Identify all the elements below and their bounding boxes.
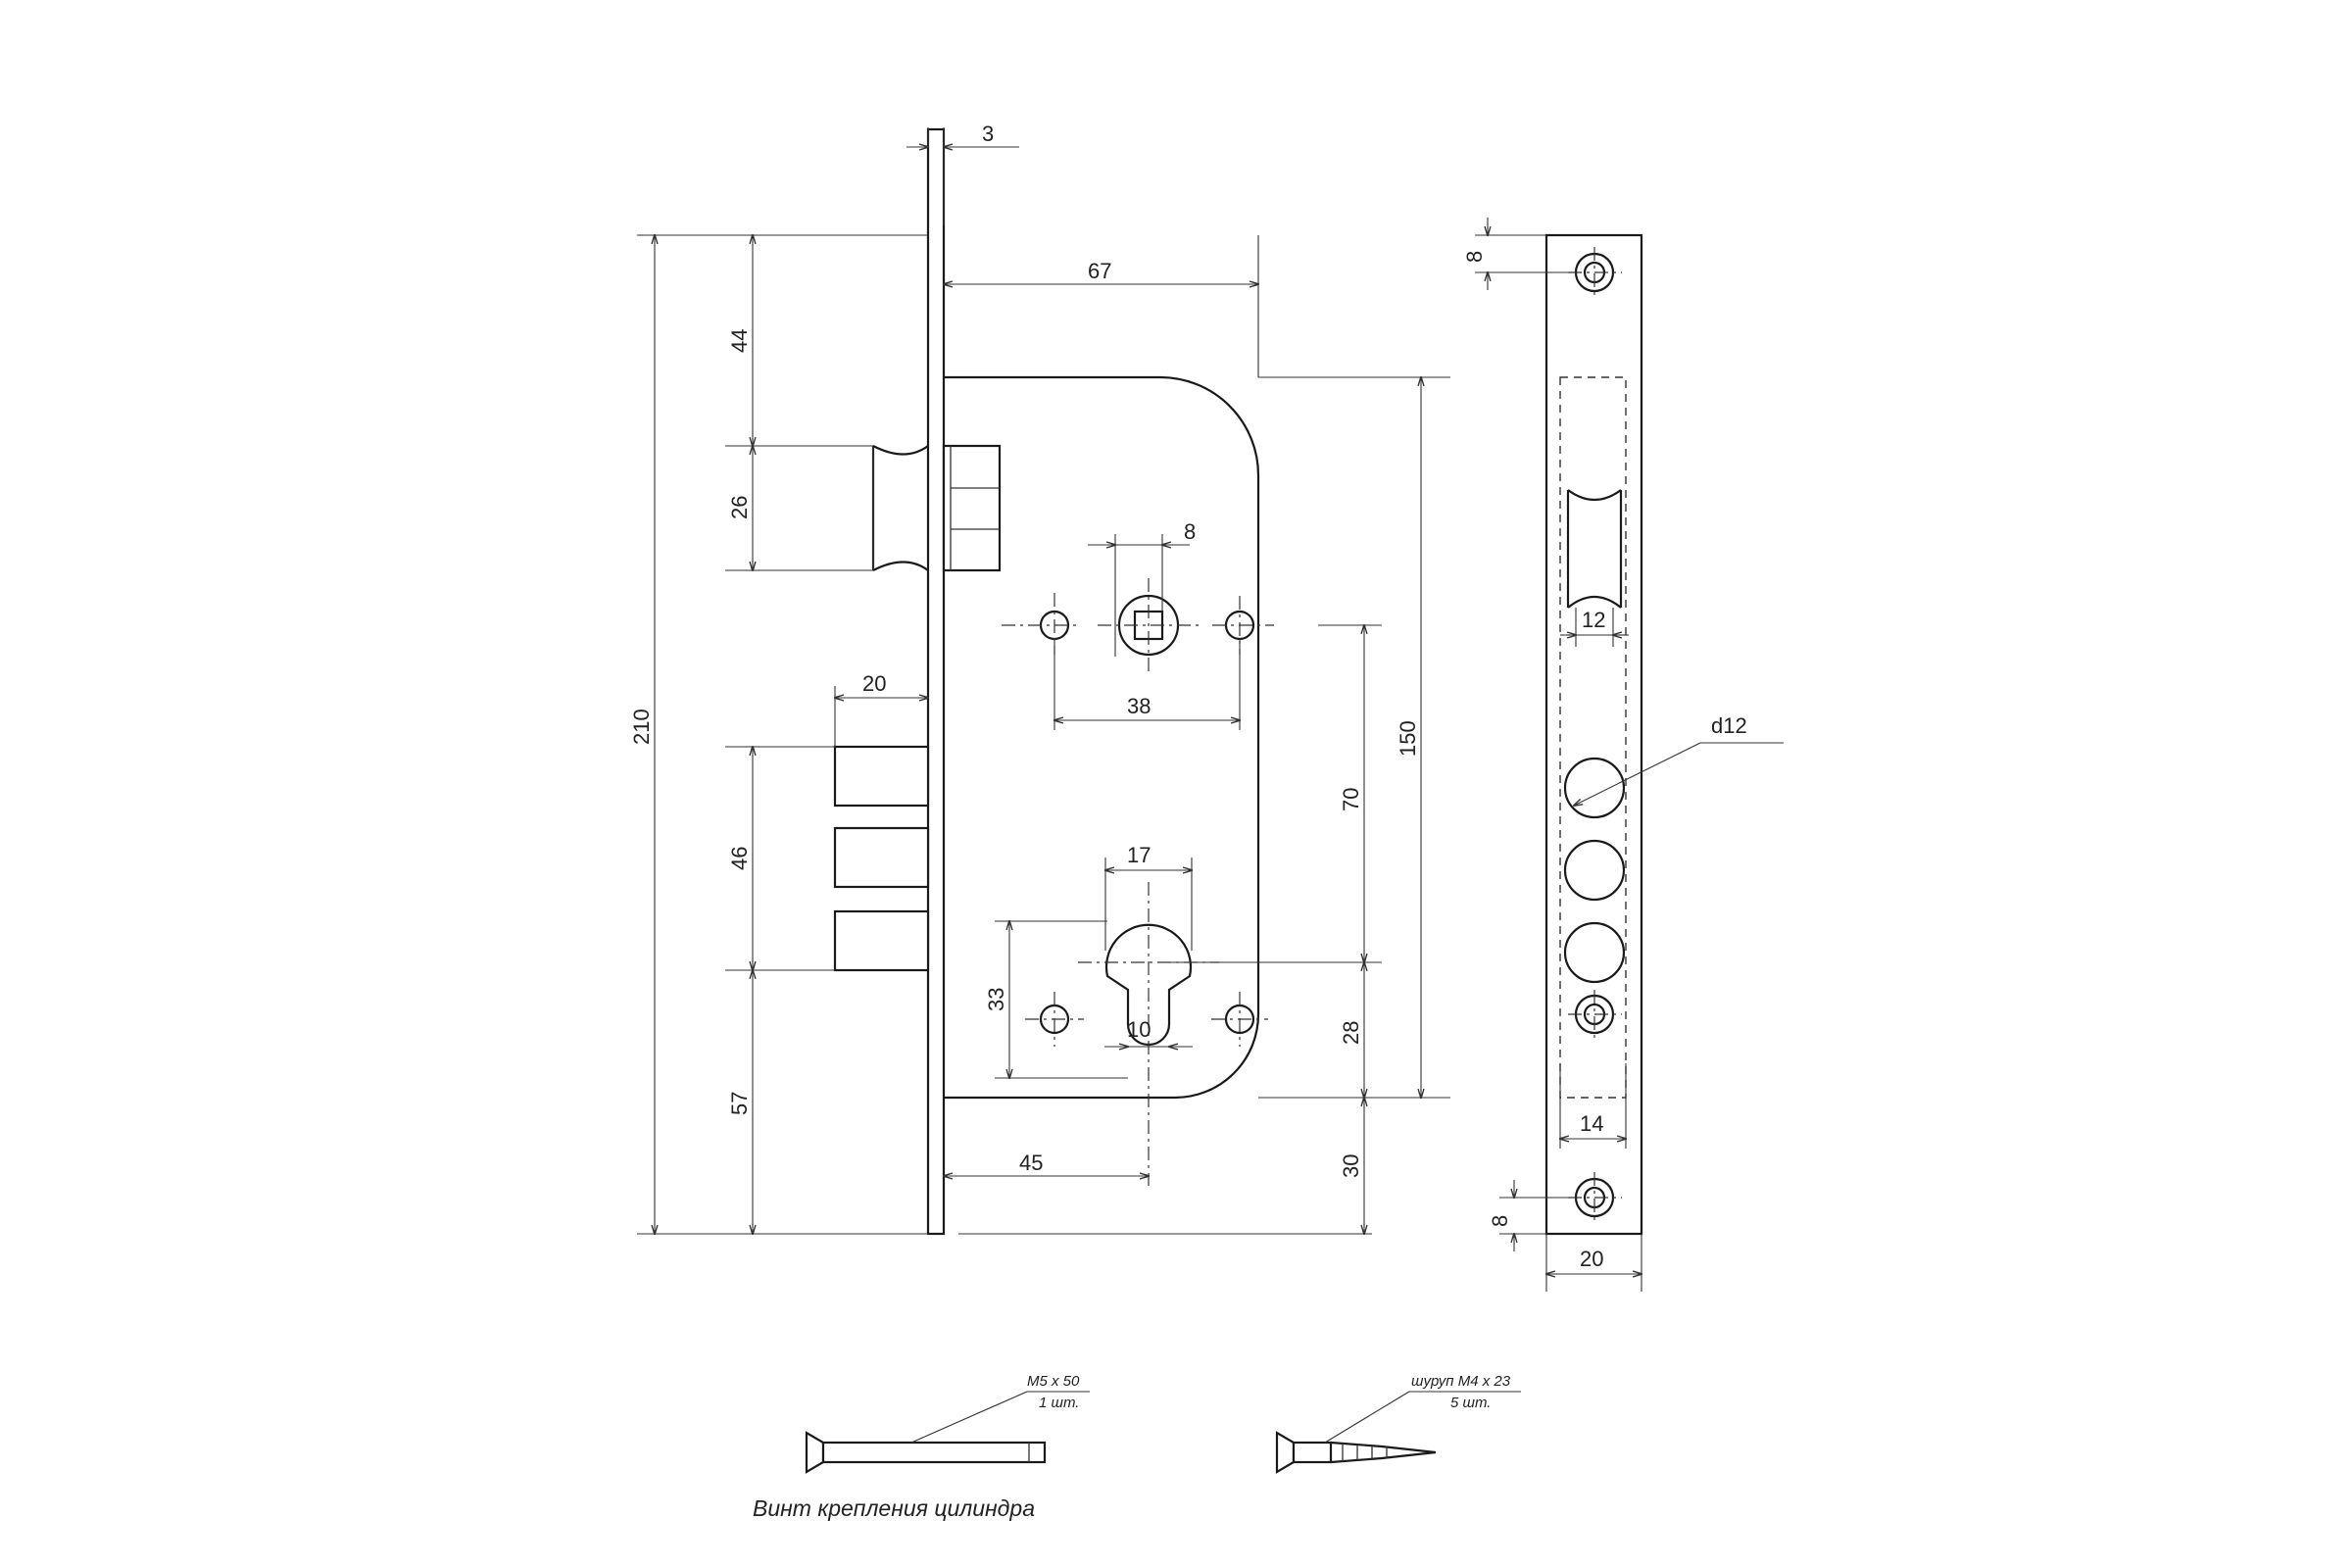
cylinder-screw: M5 x 50 1 шт. Винт крепления цилиндра [753,1373,1090,1521]
bolt-holes [1563,757,1626,984]
dim-latch-slot-width: 12 [1582,608,1605,632]
faceplate-front-view [1544,233,1643,1236]
dim-bolts-span: 46 [727,847,752,870]
middle-screw-hole [1568,990,1622,1041]
latch-bolt [871,444,1002,572]
side-view-dimensions: 3 67 210 44 26 46 57 20 8 38 [629,122,1450,1234]
dim-latch-height: 26 [727,496,752,519]
dim-handle-holes-spacing: 38 [1127,694,1151,718]
dim-cylinder-slot-width: 10 [1127,1017,1151,1042]
dim-bolt-slot-width: 14 [1580,1111,1603,1136]
cylinder-mount-holes [1025,992,1268,1047]
dim-top-to-latch: 44 [727,329,752,353]
dim-case-to-bottom: 30 [1339,1154,1363,1178]
dim-total-height: 210 [629,709,654,745]
cylinder-screw-spec: M5 x 50 [1027,1373,1080,1390]
dim-cylinder-to-case-bottom: 28 [1339,1021,1363,1045]
dim-faceplate-thickness: 3 [982,122,994,146]
dead-bolts [833,745,930,972]
spindle-hub [1098,578,1200,676]
dim-backset-handle: 67 [1088,259,1111,283]
faceplate [926,127,946,1236]
dim-bolt-hole-diameter: d12 [1711,713,1747,738]
wood-screw: шуруп М4 x 23 5 шт. [1275,1373,1521,1474]
dim-cylinder-to-spindle: 70 [1339,788,1363,811]
dim-faceplate-width: 20 [1580,1247,1603,1271]
front-view-dimensions: 8 12 d12 14 8 20 [1462,218,1784,1292]
wood-screw-spec: шуруп М4 x 23 [1411,1373,1511,1390]
latch-profile [1566,489,1623,609]
dim-spindle-square: 8 [1184,519,1196,544]
dim-cylinder-width: 17 [1127,843,1151,867]
dim-bottom-to-bolts: 57 [727,1092,752,1115]
cylinder-screw-caption: Винт крепления цилиндра [753,1495,1035,1521]
dim-bolt-throw: 20 [862,671,886,696]
dim-cylinder-screw-hole-span: 33 [984,988,1008,1011]
dim-backset-cylinder: 45 [1019,1151,1043,1175]
lock-case [944,375,1260,1100]
dim-screw-hole-bottom-offset: 8 [1488,1215,1512,1227]
case-hidden-outline [1559,376,1627,1099]
dim-screw-hole-top-offset: 8 [1462,251,1487,263]
wood-screw-qty: 5 шт. [1450,1395,1491,1411]
handle-screw-holes [1002,593,1274,655]
cylinder-screw-qty: 1 шт. [1039,1395,1079,1411]
dim-case-height: 150 [1396,720,1420,757]
